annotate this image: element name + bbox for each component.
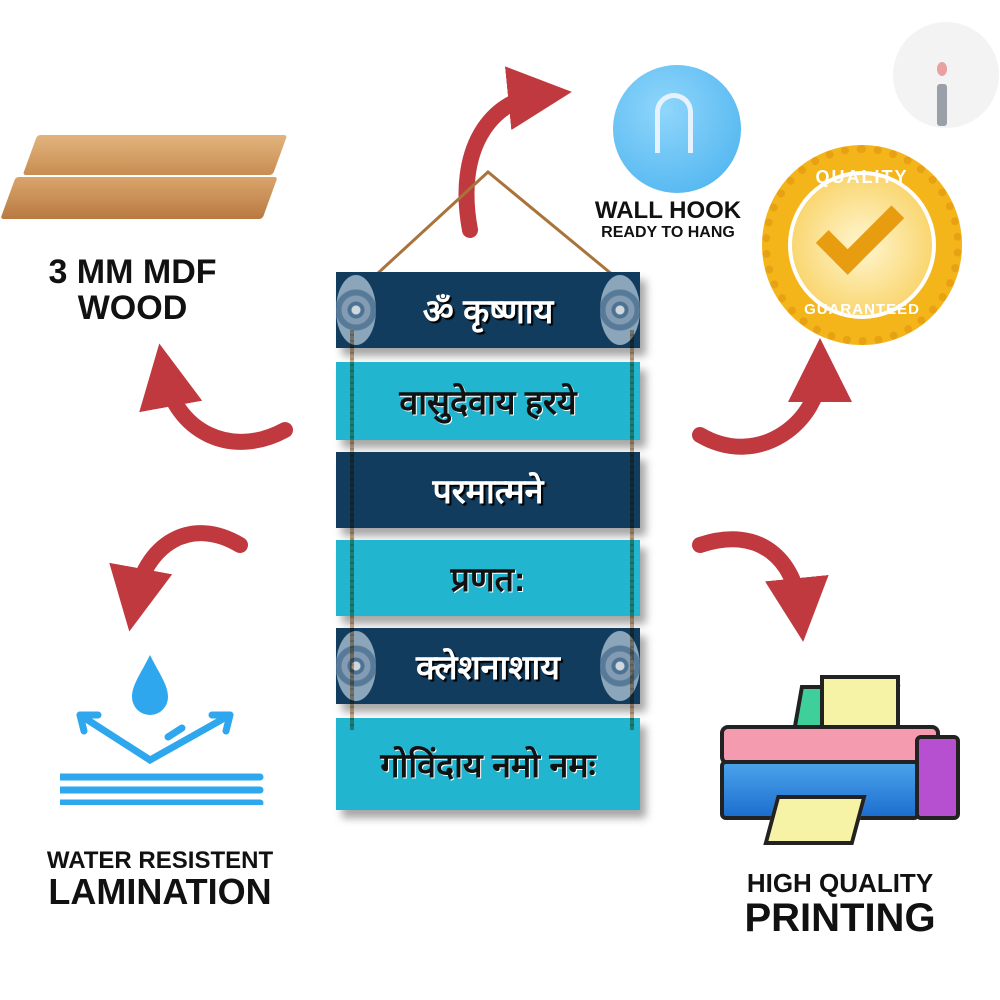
rope <box>350 330 354 730</box>
plank-1: ॐ कृष्णाय <box>336 272 640 348</box>
wall-hook-line2: READY TO HANG <box>601 224 735 242</box>
mandala-icon <box>336 275 376 345</box>
mandala-icon <box>336 631 376 701</box>
mandala-icon <box>600 631 640 701</box>
arrow-to-lamination <box>109 525 248 632</box>
arrow-to-wood <box>139 343 293 450</box>
plank-2: वासुदेवाय हरये <box>336 362 640 440</box>
badge-bottom-text: GUARANTEED <box>804 301 920 318</box>
lamination-line2: LAMINATION <box>48 871 272 913</box>
arrow-to-quality <box>692 338 852 455</box>
wall-hook-icon <box>613 65 741 193</box>
printing-line1: HIGH QUALITY <box>746 868 934 898</box>
lamination-label: WATER RESISTENT LAMINATION <box>20 848 300 911</box>
plank-text: गोविंदाय नमो नमः <box>380 747 596 785</box>
printing-line2: PRINTING <box>744 896 936 941</box>
lamination-line1: WATER RESISTENT <box>46 847 274 874</box>
water-resistant-icon <box>60 655 264 805</box>
brand-logo <box>893 22 999 128</box>
badge-top-text: QUALITY <box>815 167 909 187</box>
wood-label-line2: WOOD <box>77 288 188 327</box>
plank-3: परमात्मने <box>336 452 640 528</box>
wood-boards-icon <box>0 135 288 225</box>
arrow-to-printing <box>692 531 829 642</box>
rope <box>630 330 634 730</box>
plank-6: गोविंदाय नमो नमः <box>336 718 640 810</box>
plank-text: क्लेशनाशाय <box>415 649 561 687</box>
plank-text: वासुदेवाय हरये <box>399 384 577 422</box>
mandala-icon <box>600 275 640 345</box>
plank-text: प्रणत: <box>450 561 526 599</box>
plank-5: क्लेशनाशाय <box>336 628 640 704</box>
plank-text: ॐ कृष्णाय <box>422 293 554 331</box>
arrow-to-hook <box>458 66 572 238</box>
printing-label: HIGH QUALITY PRINTING <box>720 868 960 941</box>
wall-hook-line1: WALL HOOK <box>594 197 742 224</box>
plank-text: परमात्मने <box>432 473 544 511</box>
wall-hook-label: WALL HOOK READY TO HANG <box>578 198 758 242</box>
printer-icon <box>715 675 965 845</box>
quality-guaranteed-badge: QUALITY GUARANTEED <box>762 145 962 345</box>
plank-4: प्रणत: <box>336 540 640 616</box>
hanging-string <box>363 170 626 287</box>
wood-label-line1: 3 MM MDF <box>48 253 217 291</box>
wood-label: 3 MM MDF WOOD <box>20 253 245 327</box>
